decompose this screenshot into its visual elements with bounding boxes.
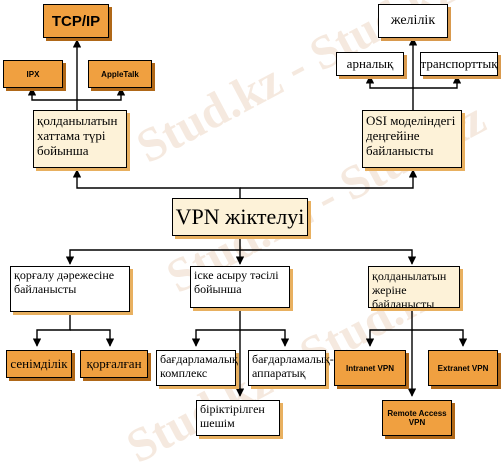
- node-network: желілік: [378, 4, 448, 38]
- node-protocol-type: қолданылатын хаттама түрі бойынша: [33, 110, 127, 168]
- node-hardware-software: бағдарламалық-аппаратық: [248, 350, 334, 386]
- node-hardware-software-text: бағдарламалық-аппаратық: [252, 352, 334, 380]
- node-remote-access-text: Remote Access VPN: [387, 409, 447, 427]
- node-appletalk: AppleTalk: [88, 60, 152, 88]
- node-protected-text: қорғалған: [86, 356, 142, 371]
- node-extranet-text: Extranet VPN: [437, 363, 489, 373]
- node-combined-solution: біріктірілген шешім: [196, 400, 280, 436]
- node-software-complex: бағдарламалық комплекс: [156, 350, 238, 386]
- node-osi-level-text: OSI моделіндегі деңгейіне байланысты: [366, 113, 456, 158]
- node-extranet: Extranet VPN: [428, 350, 498, 386]
- node-tcpip: TCP/IP: [43, 4, 109, 38]
- node-ipx: IPX: [3, 60, 63, 88]
- node-link-text: арналық: [346, 56, 394, 71]
- node-transport: транспорттық: [420, 52, 498, 76]
- node-protection-level-text: қорғалу дәрежесіне байланысты: [14, 268, 115, 296]
- node-osi-level: OSI моделіндегі деңгейіне байланысты: [362, 110, 462, 168]
- node-ipx-text: IPX: [26, 69, 40, 79]
- node-application-area: қолданылатын жеріне байланысты: [368, 266, 460, 311]
- node-transport-text: транспорттық: [420, 56, 498, 71]
- node-application-area-text: қолданылатын жеріне байланысты: [372, 269, 447, 311]
- node-remote-access: Remote Access VPN: [382, 400, 452, 436]
- node-combined-solution-text: біріктірілген шешім: [200, 402, 265, 430]
- node-implementation-text: іске асыру тәсілі бойынша: [194, 268, 279, 296]
- node-intranet: Intranet VPN: [334, 350, 406, 386]
- node-reliability: сенімділік: [6, 350, 72, 378]
- node-software-complex-text: бағдарламалық комплекс: [160, 352, 238, 380]
- node-title-text: VPN жіктелуі: [175, 204, 305, 229]
- node-protected: қорғалған: [80, 350, 148, 378]
- node-tcpip-text: TCP/IP: [51, 12, 101, 30]
- node-network-text: желілік: [390, 13, 436, 28]
- node-reliability-text: сенімділік: [10, 356, 68, 371]
- node-link: арналық: [336, 52, 404, 76]
- node-protection-level: қорғалу дәрежесіне байланысты: [10, 266, 130, 312]
- node-intranet-text: Intranet VPN: [345, 363, 394, 373]
- connector-lines: [27, 37, 468, 397]
- node-appletalk-text: AppleTalk: [101, 69, 139, 79]
- node-title: VPN жіктелуі: [172, 198, 308, 236]
- node-implementation: іске асыру тәсілі бойынша: [190, 266, 290, 308]
- node-protocol-type-text: қолданылатын хаттама түрі бойынша: [37, 113, 118, 158]
